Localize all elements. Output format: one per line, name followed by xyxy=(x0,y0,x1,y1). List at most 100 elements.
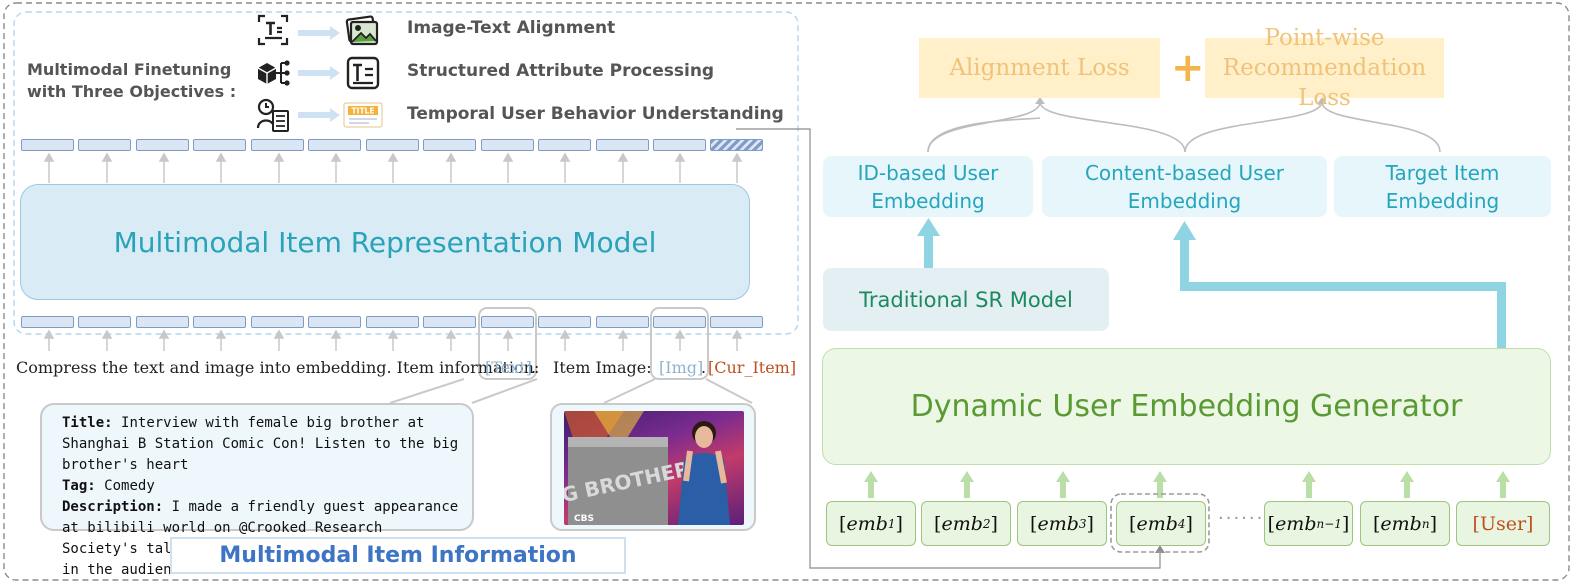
input-token xyxy=(481,316,534,328)
emb-token-1-base: emb xyxy=(846,512,888,535)
input-token xyxy=(193,316,246,328)
finetune-title: Multimodal Finetuning with Three Objecti… xyxy=(27,59,247,103)
output-token xyxy=(423,139,476,151)
model-label: Multimodal Item Representation Model xyxy=(113,225,657,259)
desc-key: Description xyxy=(62,499,155,515)
output-token xyxy=(136,139,189,151)
output-token xyxy=(251,139,304,151)
prompt-period: . xyxy=(531,358,537,377)
traditional-sr-model: Traditional SR Model xyxy=(823,268,1109,331)
img-token-highlight xyxy=(650,307,709,380)
objective-arrow-2 xyxy=(298,66,340,80)
ellipsis: ······ xyxy=(1218,508,1265,529)
alignment-loss-box: Alignment Loss xyxy=(919,38,1160,98)
text-zoom-line-1 xyxy=(389,378,465,404)
output-token xyxy=(21,139,74,151)
item-image-card: BIG BROTHER CBS xyxy=(550,403,756,531)
input-token xyxy=(136,316,189,328)
objective-arrow-1 xyxy=(298,26,340,40)
emb-token-6-sub: n xyxy=(1421,516,1430,531)
prompt-image-label: Item Image: xyxy=(553,358,652,377)
item-info-card: Title: Interview with female big brother… xyxy=(40,403,474,578)
user-token: [User] xyxy=(1456,501,1550,546)
emb-token-5-sub: n−1 xyxy=(1316,516,1342,531)
input-token xyxy=(538,316,591,328)
text-placeholder: [Text] xyxy=(485,358,532,377)
emb-token-2-sub: 2 xyxy=(982,516,991,531)
emb-token-3-base: emb xyxy=(1037,512,1079,535)
text-recognition-icon xyxy=(256,13,290,47)
multimodal-item-information-title: Multimodal Item Information xyxy=(170,537,626,574)
output-token-row xyxy=(21,139,763,153)
user-history-icon xyxy=(255,96,291,134)
output-token xyxy=(481,139,534,151)
emb-token-1-sub: 1 xyxy=(887,516,896,531)
output-token xyxy=(308,139,361,151)
upper-up-arrows xyxy=(43,152,743,183)
input-token xyxy=(710,316,763,328)
objective-label-2: Structured Attribute Processing xyxy=(407,61,715,81)
text-token-highlight xyxy=(478,307,537,380)
sr-to-id-arrow xyxy=(924,234,933,270)
title-value: Interview with female big brother at Sha… xyxy=(62,415,459,473)
finetune-dashed-region xyxy=(13,11,799,335)
emb-token-5-base: emb xyxy=(1275,512,1317,535)
target-emb-line-2: Embedding xyxy=(1385,188,1500,213)
alignment-loss-arrowhead xyxy=(1035,97,1045,104)
objective-label-3: Temporal User Behavior Understanding xyxy=(407,104,784,124)
title-key: Title xyxy=(62,415,105,431)
loss-brace-curves xyxy=(927,101,1441,153)
section-title-text: Multimodal Item Information xyxy=(219,543,577,568)
pointwise-loss-line-1: Point-wise xyxy=(1264,25,1385,51)
output-token xyxy=(366,139,419,151)
emb4-dashed-highlight xyxy=(1110,493,1210,553)
emb-token-6-base: emb xyxy=(1380,512,1422,535)
pointwise-loss-arrowhead xyxy=(1317,97,1327,104)
output-token xyxy=(78,139,131,151)
prompt-separator: . xyxy=(701,358,707,377)
generator-label: Dynamic User Embedding Generator xyxy=(910,389,1463,424)
objective-arrows xyxy=(298,26,340,122)
target-emb-line-1: Target Item xyxy=(1385,160,1500,185)
text-zoom-line-2 xyxy=(471,378,538,404)
cur-item-placeholder: [Cur_Item] xyxy=(708,358,797,377)
prompt-text-part: Compress the text and image into embeddi… xyxy=(16,358,540,377)
finetune-title-line-1: Multimodal Finetuning xyxy=(27,60,232,79)
plus-sign: + xyxy=(1171,45,1205,91)
img-placeholder: [Img] xyxy=(659,358,704,377)
output-token xyxy=(193,139,246,151)
pointwise-loss-box: Point-wise Recommendation Loss xyxy=(1205,25,1444,111)
tag-key: Tag xyxy=(62,478,88,494)
input-token xyxy=(21,316,74,328)
image-icon xyxy=(344,14,380,48)
lower-up-arrows xyxy=(43,329,743,351)
output-token xyxy=(538,139,591,151)
item-embedding-token xyxy=(710,139,763,151)
id-emb-line-2: Embedding xyxy=(871,188,985,213)
item-to-emb-connector xyxy=(736,128,1161,569)
pointwise-loss-line-2: Recommendation Loss xyxy=(1222,55,1427,111)
input-token xyxy=(251,316,304,328)
generator-to-content-arrow xyxy=(1180,238,1506,348)
objective-arrow-3 xyxy=(298,108,340,122)
tag-value: Comedy xyxy=(104,478,155,494)
item-tag-line: Tag: Comedy xyxy=(62,478,155,494)
sr-to-id-arrowhead xyxy=(917,218,940,236)
pointwise-loss-label: Point-wise Recommendation Loss xyxy=(1205,23,1444,113)
generator-to-content-arrowhead xyxy=(1173,221,1196,240)
text-document-icon xyxy=(345,55,381,91)
title-card-icon: TITLE xyxy=(343,102,383,128)
content-emb-line-1: Content-based User xyxy=(1084,160,1285,185)
outer-dashed-border xyxy=(3,2,1570,581)
output-token xyxy=(596,139,649,151)
emb-token-4-sub: 4 xyxy=(1177,516,1186,531)
item-title-line: Title: Interview with female big brother… xyxy=(62,415,459,473)
